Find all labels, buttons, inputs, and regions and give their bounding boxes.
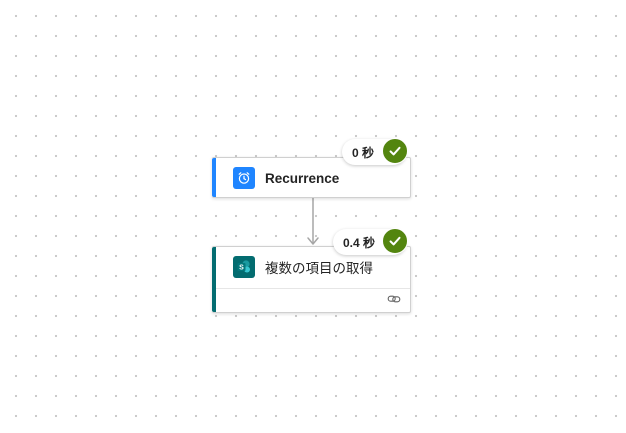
card-divider — [216, 288, 410, 289]
sharepoint-icon: S — [233, 256, 255, 278]
step-title: 複数の項目の取得 — [265, 261, 373, 276]
step-title: Recurrence — [265, 170, 340, 186]
link-icon[interactable] — [387, 292, 401, 306]
card-accent-bar — [212, 247, 216, 312]
card-header[interactable]: Recurrence — [216, 158, 410, 198]
duration-badge: 0.4 秒 — [333, 228, 408, 255]
step-card-get-items[interactable]: S 複数の項目の取得 — [212, 246, 411, 313]
svg-text:S: S — [239, 265, 244, 272]
card-accent-bar — [212, 158, 216, 197]
success-check-icon — [382, 228, 408, 254]
duration-text: 0 秒 — [352, 145, 375, 160]
connector-arrow — [307, 198, 319, 245]
card-header[interactable]: S 複数の項目の取得 — [216, 247, 410, 287]
duration-text: 0.4 秒 — [343, 235, 376, 250]
duration-badge: 0 秒 — [342, 138, 408, 165]
alarm-clock-icon — [233, 167, 255, 189]
success-check-icon — [382, 138, 408, 164]
